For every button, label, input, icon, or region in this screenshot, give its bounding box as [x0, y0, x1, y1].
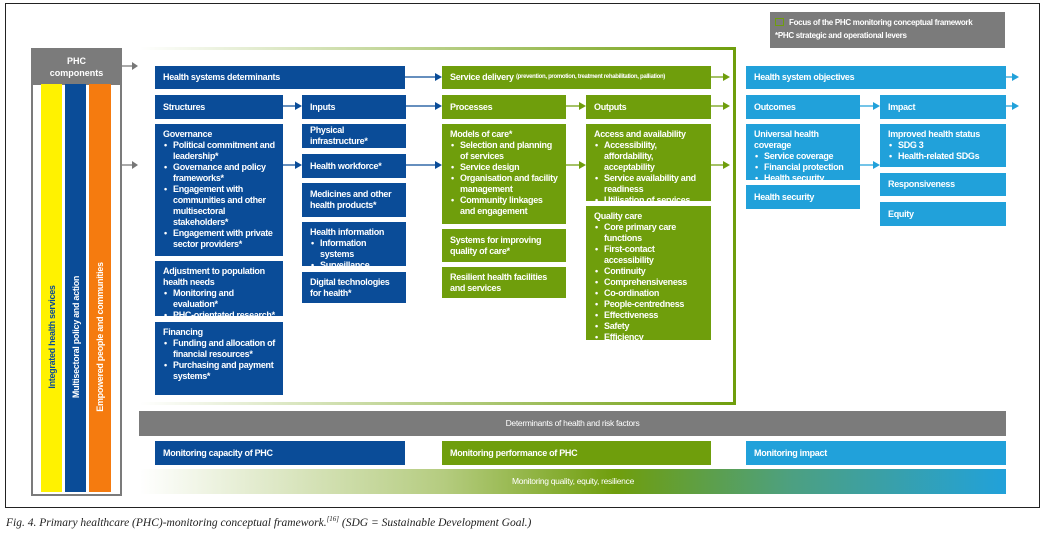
list-item: Service coverage — [754, 151, 852, 162]
financing-box: FinancingFunding and allocation of finan… — [155, 322, 283, 395]
list-item: Surveillance — [310, 260, 398, 271]
list-item: Organisation and facility management — [450, 173, 558, 195]
phc-components-title: PHC components — [33, 50, 120, 85]
list-item: Comprehensiveness — [594, 277, 703, 288]
list-item: Health-related SDGs — [888, 151, 998, 162]
phc-components: PHC components — [31, 48, 122, 496]
list-item: Safety — [594, 321, 703, 332]
determinants-bar: Determinants of health and risk factors — [139, 411, 1006, 436]
quality-gradient-bar — [140, 469, 1006, 494]
digital-technologies: Digital technologies for health* — [302, 272, 406, 303]
list-item: Accessibility, affordability, acceptabil… — [594, 140, 703, 173]
bullet-list: Service coverageFinancial protectionHeal… — [754, 151, 852, 184]
bullet-list: SDG 3Health-related SDGs — [888, 140, 998, 162]
bar-integrated-health-services: Integrated health services — [41, 84, 62, 492]
legend-focus: Focus of the PHC monitoring conceptual f… — [789, 18, 973, 27]
focus-frame-right — [733, 47, 736, 405]
list-item: Continuity — [594, 266, 703, 277]
list-item: Utilisation of services — [594, 195, 703, 206]
list-item: Service design — [450, 162, 558, 173]
processes-header: Processes — [442, 95, 566, 119]
legend: Focus of the PHC monitoring conceptual f… — [770, 12, 1005, 48]
list-item: Community linkages and engagement — [450, 195, 558, 217]
bullet-list: Accessibility, affordability, acceptabil… — [594, 140, 703, 206]
service-delivery: Service delivery (prevention, promotion,… — [442, 66, 711, 89]
resilient-facilities: Resilient health facilities and services — [442, 267, 566, 298]
health-security: Health security — [746, 185, 860, 209]
uhc-box: Universal health coverageService coverag… — [746, 124, 860, 184]
list-item: Purchasing and payment systems* — [163, 360, 275, 382]
list-item: Information systems — [310, 238, 398, 260]
bullet-list: Political commitment and leadership*Gove… — [163, 140, 275, 250]
impact-header: Impact — [880, 95, 1006, 119]
bullet-list: Monitoring and evaluation*PHC-orientated… — [163, 288, 275, 321]
responsiveness: Responsiveness — [880, 173, 1006, 196]
equity: Equity — [880, 202, 1006, 226]
bar-multisectoral-policy: Multisectoral policy and action — [65, 84, 86, 492]
list-item: Service availability and readiness — [594, 173, 703, 195]
access-box: Access and availabilityAccessibility, af… — [586, 124, 711, 206]
outputs-header: Outputs — [586, 95, 711, 119]
monitoring-performance: Monitoring performance of PHC — [442, 441, 711, 465]
list-item: People-centredness — [594, 299, 703, 310]
list-item: Efficiency — [594, 332, 703, 343]
bullet-list: Selection and planning of servicesServic… — [450, 140, 558, 217]
focus-swatch-icon — [775, 18, 784, 26]
list-item: Co-ordination — [594, 288, 703, 299]
structures-header: Structures — [155, 95, 283, 119]
medicines: Medicines and other health products* — [302, 183, 406, 217]
focus-frame-bottom — [140, 402, 736, 405]
list-item: First-contact accessibility — [594, 244, 703, 266]
systems-quality: Systems for improving quality of care* — [442, 229, 566, 262]
list-item: Governance and policy frameworks* — [163, 162, 275, 184]
adjustment-box: Adjustment to population health needsMon… — [155, 261, 283, 321]
monitoring-quality: Monitoring quality, equity, resilience — [512, 476, 634, 486]
physical-infrastructure: Physical infrastructure* — [302, 124, 406, 148]
monitoring-capacity: Monitoring capacity of PHC — [155, 441, 405, 465]
list-item: Selection and planning of services — [450, 140, 558, 162]
bullet-list: Core primary care functionsFirst-contact… — [594, 222, 703, 354]
bullet-list: Information systemsSurveillance — [310, 238, 398, 271]
legend-levers: *PHC strategic and operational levers — [775, 31, 907, 40]
bullet-list: Funding and allocation of financial reso… — [163, 338, 275, 382]
list-item: PHC-orientated research* — [163, 310, 275, 321]
list-item: Funding and allocation of financial reso… — [163, 338, 275, 360]
inputs-header: Inputs — [302, 95, 406, 119]
figure-frame — [5, 3, 1040, 508]
list-item: Monitoring and evaluation* — [163, 288, 275, 310]
health-workforce: Health workforce* — [302, 154, 406, 178]
quality-care-box: Quality careCore primary care functionsF… — [586, 206, 711, 354]
list-item: Engagement with private sector providers… — [163, 228, 275, 250]
improved-health-box: Improved health statusSDG 3Health-relate… — [880, 124, 1006, 167]
focus-frame-top — [140, 47, 736, 50]
governance-box: GovernancePolitical commitment and leade… — [155, 124, 283, 256]
list-item: Political commitment and leadership* — [163, 140, 275, 162]
list-item: Engagement with communities and other mu… — [163, 184, 275, 228]
health-systems-determinants: Health systems determinants — [155, 66, 405, 89]
list-item: Timely access — [594, 343, 703, 354]
models-of-care-box: Models of care*Selection and planning of… — [442, 124, 566, 224]
health-information-box: Health informationInformation systemsSur… — [302, 222, 406, 271]
list-item: Effectiveness — [594, 310, 703, 321]
health-system-objectives: Health system objectives — [746, 66, 1006, 89]
list-item: Health security — [754, 173, 852, 184]
bar-empowered-people: Empowered people and communities — [89, 84, 111, 492]
figure-caption: Fig. 4. Primary healthcare (PHC)-monitor… — [6, 515, 532, 529]
outcomes-header: Outcomes — [746, 95, 860, 119]
list-item: Financial protection — [754, 162, 852, 173]
list-item: SDG 3 — [888, 140, 998, 151]
monitoring-impact: Monitoring impact — [746, 441, 1006, 465]
list-item: Core primary care functions — [594, 222, 703, 244]
